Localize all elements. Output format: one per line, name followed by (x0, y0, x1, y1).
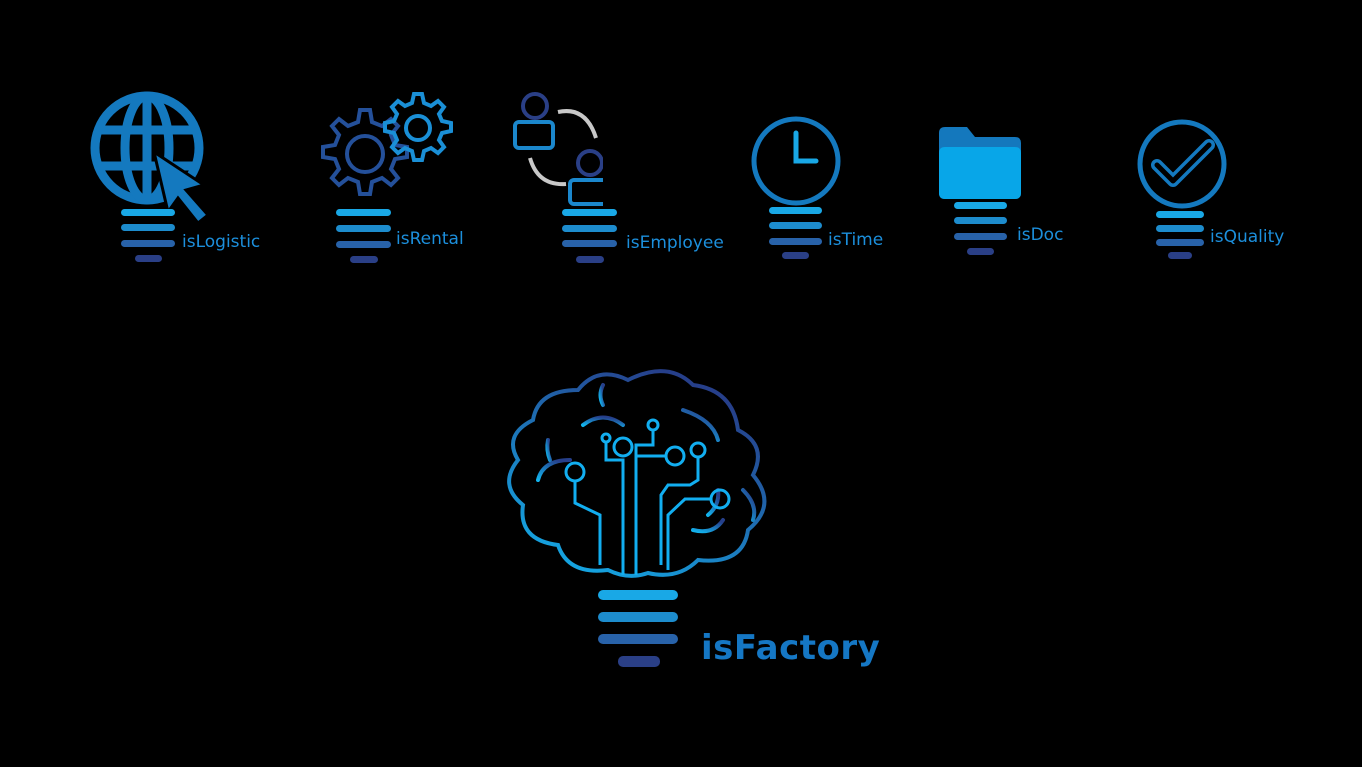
bulb-base-bar (562, 225, 617, 232)
bulb-base-bar (1156, 239, 1204, 246)
bulb-base-bar (954, 202, 1007, 209)
bulb-base-bar (954, 233, 1007, 240)
folder-icon (939, 127, 1021, 199)
bulb-base-bar (782, 252, 809, 259)
bulb-base-bar (336, 225, 391, 232)
bulb-base-bar (562, 209, 617, 216)
bulb-base-bar (121, 209, 175, 216)
product-label: isRental (396, 229, 464, 249)
bulb-base-bar (598, 590, 678, 600)
bulb-base-bar (769, 222, 822, 229)
bulb-base-bar (1156, 225, 1204, 232)
globe-cursor-icon (90, 91, 211, 225)
product-label: isQuality (1210, 227, 1285, 247)
product-label: isDoc (1017, 225, 1064, 245)
bulb-base-bar (350, 256, 378, 263)
bulb-base-bar (121, 240, 175, 247)
product-label: isTime (828, 230, 884, 250)
product-label: isLogistic (182, 232, 261, 252)
bulb-base-bar (769, 207, 822, 214)
bulb-base-bar (1168, 252, 1192, 259)
brain-circuit-icon (507, 369, 767, 578)
bulb-base-bar (1156, 211, 1204, 218)
bulb-base-bar (598, 634, 678, 644)
bulb-base-bar (135, 255, 162, 262)
gears-icon (321, 92, 453, 196)
isfactory-label: isFactory (701, 628, 881, 668)
checkmark-circle-icon (1137, 119, 1227, 209)
bulb-base-bar (336, 209, 391, 216)
bulb-base-bar (618, 656, 660, 667)
bulb-base-bar (954, 217, 1007, 224)
product-label: isEmployee (626, 233, 724, 253)
bulb-base-bar (967, 248, 994, 255)
bulb-base-bar (336, 241, 391, 248)
bulb-base-bar (598, 612, 678, 622)
clock-icon (751, 116, 841, 206)
bulb-base-bar (562, 240, 617, 247)
bulb-base-bar (121, 224, 175, 231)
bulb-base-bar (769, 238, 822, 245)
user-exchange-icon (513, 92, 603, 206)
bulb-base-bar (576, 256, 604, 263)
